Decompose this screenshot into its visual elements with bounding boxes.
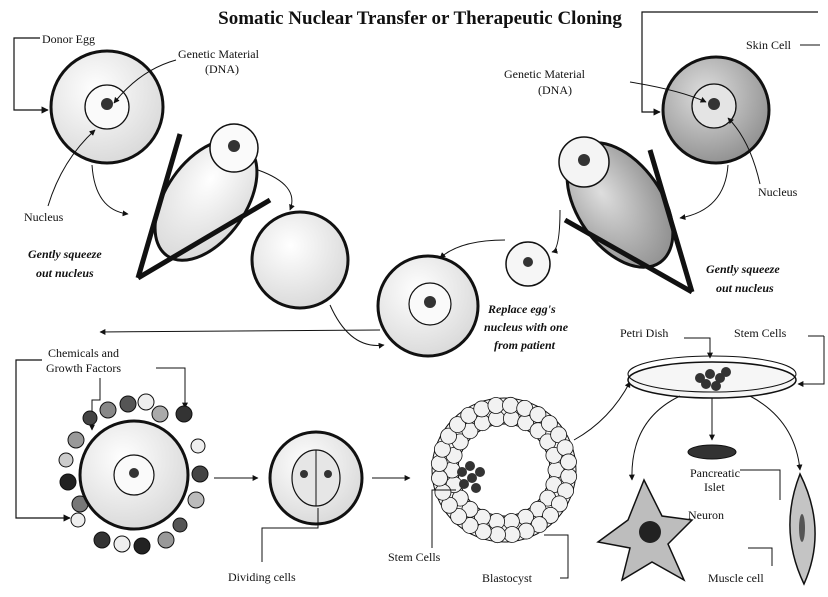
- trophoblast-cell: [557, 440, 573, 456]
- arrow-to-neuron: [632, 396, 680, 480]
- dividing-cell: [270, 432, 362, 524]
- cultured-egg: [80, 421, 188, 529]
- trophoblast-cell: [504, 526, 520, 542]
- squeeze-left-label-2: out nucleus: [36, 266, 94, 280]
- squeeze-right: [545, 124, 694, 292]
- patient-nucleus-dna: [523, 257, 533, 267]
- neuron-label: Neuron: [688, 508, 724, 522]
- trophoblast-cell: [490, 527, 506, 543]
- stem-cells-top-arrow: [798, 336, 824, 384]
- skin-cell: [663, 57, 769, 163]
- petri-dish: [628, 356, 796, 398]
- replace-label-1: Replace egg's: [487, 302, 556, 316]
- blastocyst-label: Blastocyst: [482, 571, 533, 585]
- dividing-cells-label: Dividing cells: [228, 570, 296, 584]
- reconstructed-egg: [378, 256, 478, 356]
- squeeze-right-label-1: Gently squeeze: [706, 262, 780, 276]
- diagram-title: Somatic Nuclear Transfer or Therapeutic …: [218, 8, 622, 29]
- trophoblast-cell: [502, 397, 518, 413]
- skin-cell-label: Skin Cell: [746, 38, 792, 52]
- trophoblast-cell: [560, 454, 576, 470]
- pancreatic-pointer: [740, 470, 780, 500]
- replace-label-2: nucleus with one: [484, 320, 569, 334]
- trophoblast-cell: [488, 398, 504, 414]
- arrow-from-squeeze-right: [552, 210, 560, 252]
- arrow-to-petri: [574, 382, 630, 440]
- trophoblast-cell: [432, 470, 448, 486]
- neuron: [598, 480, 692, 580]
- arrow-to-squeeze-left: [92, 165, 128, 214]
- donor-egg: [51, 51, 163, 163]
- muscle-cell-label: Muscle cell: [708, 571, 764, 585]
- muscle-pointer: [748, 548, 772, 566]
- genetic-material-right-label: Genetic Material: [504, 67, 586, 81]
- petri-dish-pointer: [684, 338, 710, 358]
- blastocyst: [431, 397, 576, 542]
- nucleus-left-label: Nucleus: [24, 210, 64, 224]
- chemicals-arrow-right: [156, 368, 185, 408]
- replace-label-3: from patient: [494, 338, 556, 352]
- arrow-to-new-egg: [330, 305, 384, 346]
- trophoblast-cell: [518, 523, 534, 539]
- arrow-nucleus-into-egg: [440, 240, 505, 258]
- muscle-cell: [790, 474, 815, 584]
- pancreatic-islet: [688, 445, 736, 459]
- genetic-material-left-dna: (DNA): [205, 62, 239, 76]
- stem-cells-top-label: Stem Cells: [734, 326, 787, 340]
- trophoblast-cell: [431, 456, 447, 472]
- arrow-to-squeeze-right: [680, 165, 728, 218]
- petri-dish-label: Petri Dish: [620, 326, 668, 340]
- blastocyst-pointer: [544, 535, 568, 578]
- trophoblast-cell: [435, 484, 451, 500]
- donor-egg-arrow: [14, 38, 48, 110]
- stem-cells-bottom-label: Stem Cells: [388, 550, 441, 564]
- enucleated-egg: [252, 212, 348, 308]
- squeeze-right-label-2: out nucleus: [716, 281, 774, 295]
- chemicals-arrow-left: [16, 360, 70, 518]
- chemicals-label-1: Chemicals and: [48, 346, 119, 360]
- squeeze-left-label-1: Gently squeeze: [28, 247, 102, 261]
- arrow-egg-to-culture: [100, 330, 380, 332]
- genetic-material-right-dna: (DNA): [538, 83, 572, 97]
- nucleus-right-label: Nucleus: [758, 185, 798, 199]
- pancreatic-label-2: Islet: [704, 480, 725, 494]
- genetic-material-left-label: Genetic Material: [178, 47, 260, 61]
- donor-egg-label: Donor Egg: [42, 32, 95, 46]
- trophoblast-cell: [561, 468, 577, 484]
- chemicals-label-2: Growth Factors: [46, 361, 121, 375]
- arrow-to-muscle: [750, 396, 800, 470]
- pancreatic-label-1: Pancreatic: [690, 466, 740, 480]
- dna-blob: [101, 98, 113, 110]
- trophoblast-cell: [474, 401, 490, 417]
